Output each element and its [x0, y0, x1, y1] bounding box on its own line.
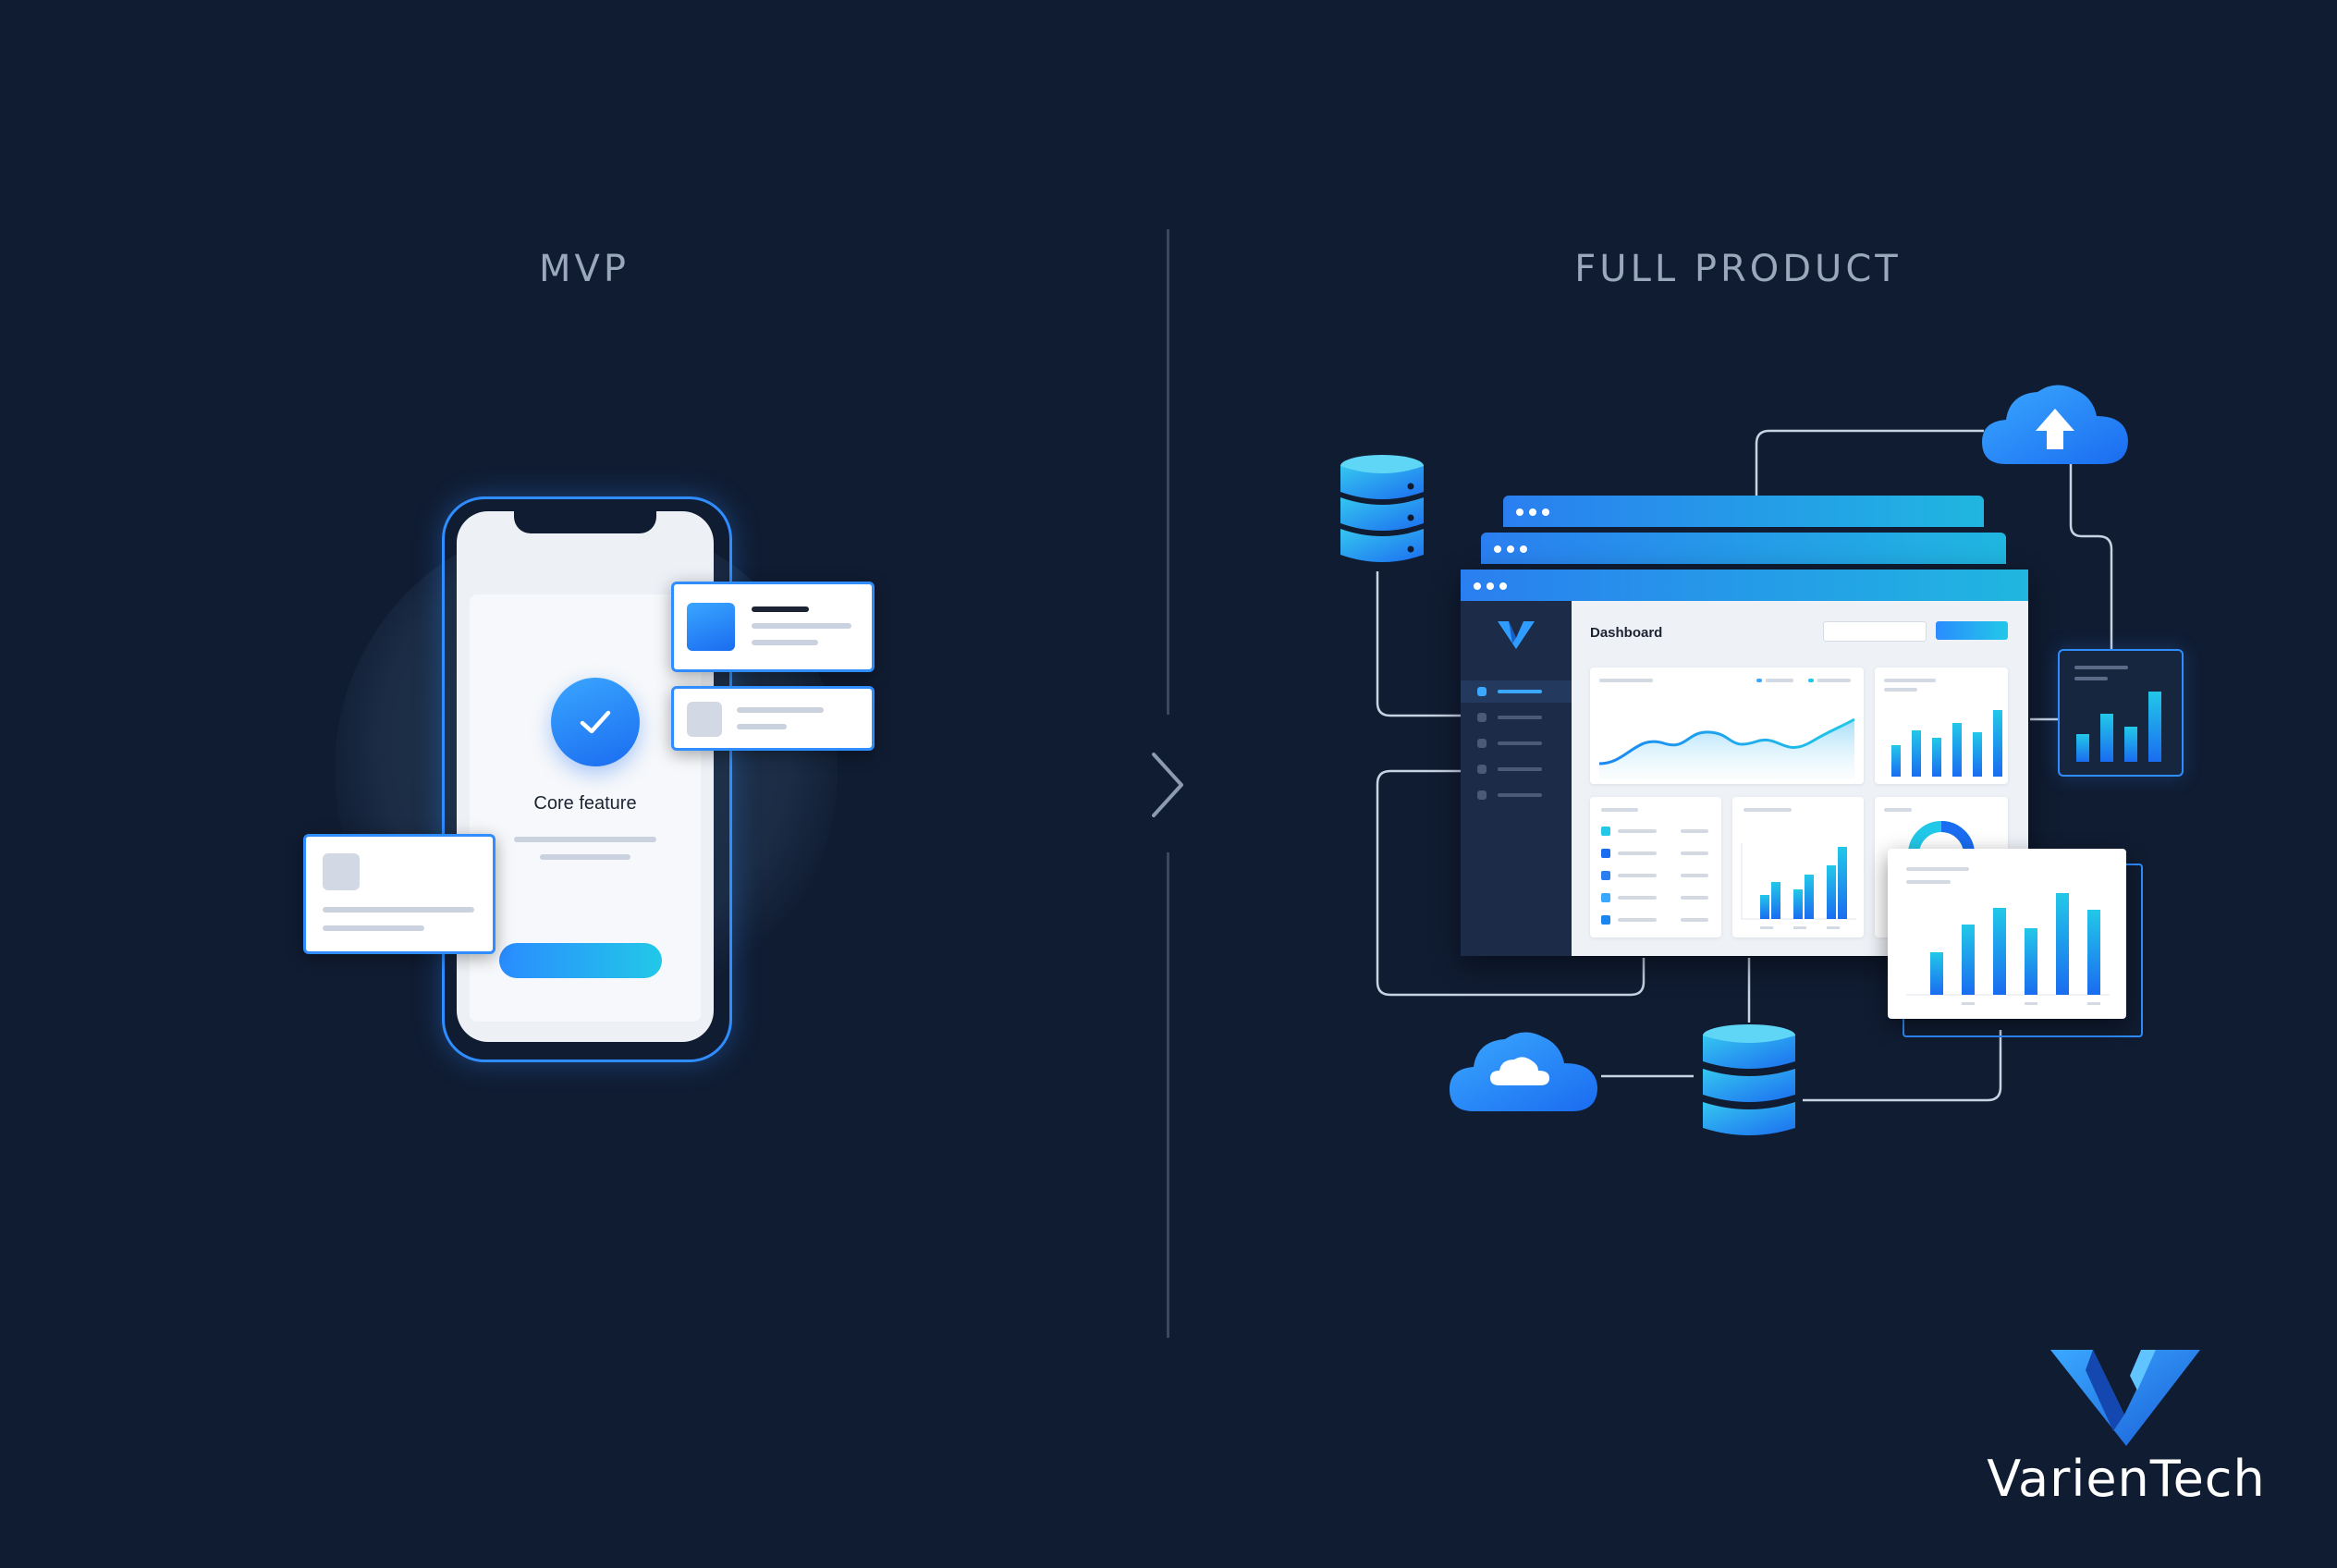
placeholder-line — [540, 854, 630, 860]
window-controls — [1474, 578, 1512, 594]
sidebar-item[interactable] — [1477, 758, 1557, 780]
sidebar-item[interactable] — [1461, 680, 1572, 703]
brand-logo-icon — [1498, 621, 1535, 649]
side-bar-chart-card — [2058, 649, 2184, 777]
bar-chart-icon — [2076, 692, 2161, 762]
database-icon — [1703, 1024, 1795, 1135]
window-back-1 — [1481, 533, 2006, 564]
floating-card-primary — [671, 582, 875, 672]
divider-bottom — [1167, 852, 1169, 1338]
dashboard-title: Dashboard — [1590, 625, 1663, 641]
line-chart-panel — [1590, 668, 1864, 784]
placeholder-line — [514, 837, 656, 842]
card-thumbnail — [687, 603, 735, 651]
brand-logo-icon — [2050, 1350, 2200, 1446]
card-thumbnail — [323, 853, 360, 890]
floating-card-secondary — [671, 686, 875, 751]
cloud-upload-icon — [1982, 385, 2128, 464]
mvp-heading: MVP — [539, 248, 630, 290]
floating-card-left — [303, 834, 496, 954]
check-icon — [551, 678, 640, 766]
bar-chart-icon — [1741, 843, 1856, 929]
cloud-icon — [1450, 1032, 1597, 1111]
phone-cta-button[interactable] — [499, 943, 662, 978]
bottom-bar-chart-card — [1888, 849, 2126, 1019]
sidebar-item[interactable] — [1477, 706, 1557, 729]
divider-top — [1167, 229, 1169, 715]
sidebar-item[interactable] — [1477, 784, 1557, 806]
bar-chart-icon — [1906, 893, 2110, 1005]
brand-name: VarienTech — [1987, 1450, 2266, 1508]
phone-mockup: Core feature — [457, 511, 714, 1042]
phone-frame — [442, 496, 732, 1062]
chevron-right-icon — [1152, 753, 1183, 817]
dashboard-action-button[interactable] — [1936, 621, 2008, 640]
core-feature-label: Core feature — [533, 793, 637, 814]
card-thumbnail — [687, 702, 722, 737]
phone-notch — [514, 511, 656, 533]
window-back-2 — [1503, 496, 1984, 527]
bar-chart-panel — [1875, 668, 2008, 784]
line-chart-icon — [1598, 717, 1855, 778]
bar-chart-panel — [1732, 797, 1864, 937]
database-icon — [1340, 455, 1424, 562]
dashboard-sidebar — [1461, 601, 1572, 956]
list-panel — [1590, 797, 1721, 937]
full-product-heading: FULL PRODUCT — [1574, 248, 1902, 290]
sidebar-item[interactable] — [1477, 732, 1557, 754]
phone-screen: Core feature — [470, 594, 701, 1022]
bar-chart-icon — [1891, 710, 2002, 777]
dashboard-search-input[interactable] — [1823, 621, 1927, 642]
dashboard-titlebar — [1461, 570, 2028, 601]
